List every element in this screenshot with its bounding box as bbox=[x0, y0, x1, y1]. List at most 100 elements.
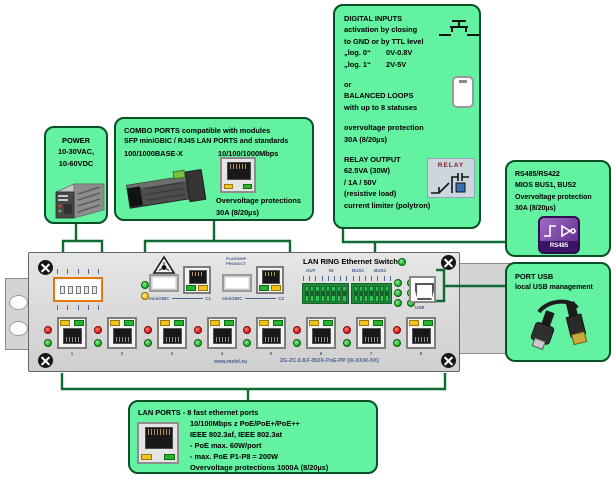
bdash bbox=[389, 276, 391, 281]
tpin bbox=[331, 285, 336, 302]
callout-power: POWER 10-30VAC, 10-60VDC bbox=[44, 126, 108, 224]
ring-led bbox=[398, 258, 406, 266]
bdash bbox=[67, 305, 69, 310]
mounting-hole bbox=[9, 295, 28, 310]
lan-title: LAN PORTS - 8 fast ethernet ports bbox=[138, 408, 259, 417]
front-panel bbox=[28, 252, 460, 372]
port-poe-led bbox=[144, 326, 152, 334]
screw-icon bbox=[38, 353, 53, 368]
usb-cables-image bbox=[513, 296, 605, 356]
port-number: 5 bbox=[269, 351, 273, 356]
rs485-icon-label: RS485 bbox=[540, 241, 578, 252]
tpin bbox=[353, 285, 358, 302]
rj45-photo bbox=[220, 157, 256, 193]
rj45-jack bbox=[207, 317, 237, 349]
relay-image-label: RELAY bbox=[437, 162, 465, 169]
port-number: 4 bbox=[220, 351, 224, 356]
port-poe-led bbox=[293, 326, 301, 334]
bdash bbox=[340, 276, 342, 281]
port-poe-led bbox=[44, 326, 52, 334]
terminal-block-a bbox=[302, 283, 349, 304]
tpin bbox=[369, 285, 374, 302]
callout-lan-ports: LAN PORTS - 8 fast ethernet ports 10/100… bbox=[128, 400, 378, 474]
combo2-port: C2 bbox=[278, 296, 284, 301]
bdash bbox=[315, 276, 317, 281]
sfp-module-image bbox=[118, 161, 218, 219]
bdash bbox=[303, 276, 304, 281]
port-link-led bbox=[194, 339, 202, 347]
port-number: 7 bbox=[369, 351, 373, 356]
website-print: www.metel.eu bbox=[214, 359, 248, 365]
power-terminal bbox=[53, 277, 103, 302]
combo-rj45-1 bbox=[183, 266, 211, 294]
port-poe-led bbox=[343, 326, 351, 334]
port-poe-led bbox=[243, 326, 251, 334]
flagship-note: FLAGSHIP PRODUCT bbox=[226, 256, 247, 266]
port-number: 6 bbox=[319, 351, 323, 356]
terminal-group-bus2: BUS2 bbox=[374, 268, 387, 273]
port-link-led bbox=[144, 339, 152, 347]
lan-port-2: 2 bbox=[94, 317, 140, 359]
port-poe-led bbox=[393, 326, 401, 334]
rj45-jack bbox=[107, 317, 137, 349]
ppin bbox=[83, 285, 89, 294]
screw-icon bbox=[441, 255, 456, 270]
rj45-jack bbox=[157, 317, 187, 349]
port-link-led bbox=[393, 339, 401, 347]
combo1-label: miniGBIC bbox=[149, 296, 170, 301]
bdash bbox=[98, 269, 99, 274]
power-supply-image bbox=[50, 172, 106, 220]
lan-connector-line bbox=[60, 373, 447, 400]
port-link-led bbox=[293, 339, 301, 347]
relay-image: RELAY bbox=[427, 158, 475, 198]
model-print: 2G-2C.0.8.F-BOX-PoE-PP (0/-XXX/-XX) bbox=[280, 358, 379, 364]
port-number: 1 bbox=[70, 351, 74, 356]
tpin bbox=[364, 285, 369, 302]
bdash bbox=[334, 276, 336, 281]
gled bbox=[394, 279, 402, 287]
tpin bbox=[326, 285, 331, 302]
tpin bbox=[320, 285, 325, 302]
gled bbox=[394, 289, 402, 297]
tpin bbox=[385, 285, 390, 302]
terminal-ticks bbox=[303, 276, 391, 281]
log0-row: „log. 0“ 0V-0.8V bbox=[344, 48, 413, 58]
port-link-led bbox=[44, 339, 52, 347]
port-link-led bbox=[94, 339, 102, 347]
combo-standard-left: 100/1000BASE-X bbox=[124, 148, 183, 158]
bdash bbox=[57, 269, 58, 274]
bdash bbox=[377, 276, 379, 281]
switch-contact-icon bbox=[437, 18, 481, 40]
tpin bbox=[304, 285, 309, 302]
rs485-icon: RS485 bbox=[538, 216, 580, 254]
digital-title: DIGITAL INPUTS bbox=[344, 14, 403, 23]
terminal-group-out: OUT bbox=[306, 268, 316, 273]
power-title: POWER bbox=[62, 136, 90, 145]
bdash bbox=[87, 269, 89, 274]
ppin bbox=[75, 285, 81, 294]
combo2-label-row: miniGBIC C2 bbox=[222, 296, 284, 301]
lan-port-3: 3 bbox=[144, 317, 190, 359]
minigbic-slot-1 bbox=[149, 274, 179, 292]
rj45-jack bbox=[406, 317, 436, 349]
power-connector-line bbox=[61, 224, 104, 252]
gled bbox=[394, 299, 402, 307]
tpin bbox=[309, 285, 315, 302]
callout-rs485: RS485/RS422 MIOS BUS1, BUS2 Overvoltage … bbox=[505, 160, 611, 257]
device-title: LAN RING Ethernet Switch bbox=[303, 257, 399, 266]
bdash bbox=[321, 276, 323, 281]
terminal-group-bus1: BUS1 bbox=[352, 268, 365, 273]
power-led bbox=[141, 281, 149, 289]
bdash bbox=[365, 276, 367, 281]
log1-row: „log. 1“ 2V-5V bbox=[344, 59, 407, 69]
tpin bbox=[379, 285, 385, 302]
bdash bbox=[87, 305, 89, 310]
rj45-photo bbox=[137, 422, 179, 464]
bdash bbox=[371, 276, 373, 281]
ppin bbox=[91, 285, 97, 294]
bdash bbox=[98, 305, 99, 310]
port-number: 3 bbox=[170, 351, 174, 356]
combo1-port: C1 bbox=[205, 296, 211, 301]
